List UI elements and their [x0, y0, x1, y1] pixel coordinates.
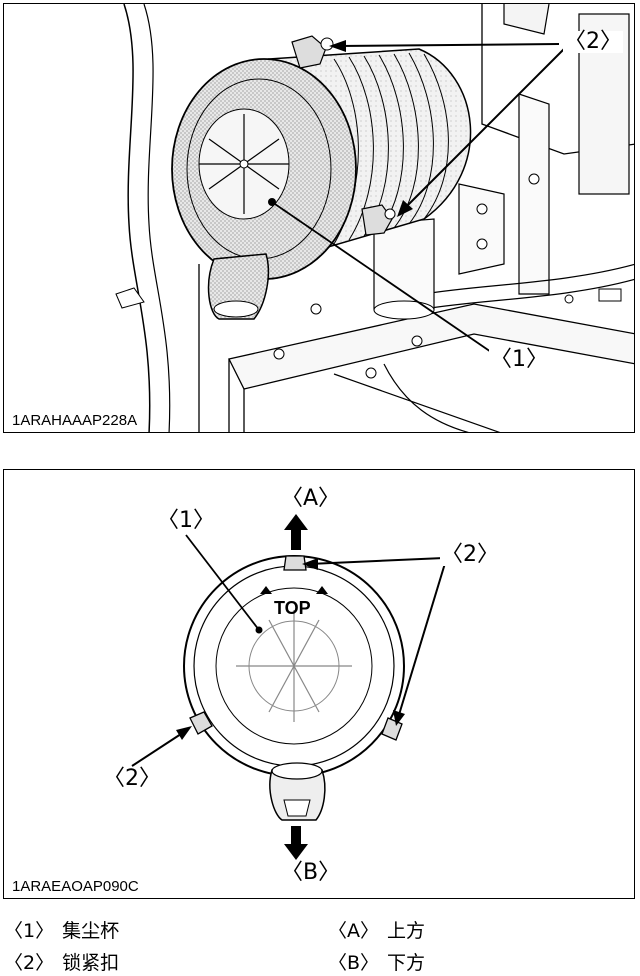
callout-dust-cup: 〈1〉 — [489, 347, 549, 372]
legend-item: 〈B〉下方 — [328, 948, 425, 975]
callout-latch-left: 〈2〉 — [102, 766, 162, 791]
air-cleaner-installed-drawing — [115, 4, 634, 432]
legend: 〈1〉集尘杯 〈A〉上方 〈2〉锁紧扣 〈B〉下方 — [0, 912, 640, 976]
callout-latch-right: 〈2〉 — [440, 542, 500, 567]
callout-dust-cup: 〈1〉 — [156, 508, 216, 533]
legend-item: 〈A〉上方 — [328, 916, 425, 943]
legend-text: 锁紧扣 — [62, 952, 120, 974]
legend-key: 〈1〉 — [4, 920, 55, 942]
legend-item: 〈2〉锁紧扣 — [4, 948, 119, 975]
figure-code: 1ARAEAOAP090C — [10, 878, 141, 895]
top-marking: TOP — [274, 598, 311, 618]
legend-item: 〈1〉集尘杯 — [4, 916, 119, 943]
callout-direction-a: 〈A〉 — [280, 486, 342, 511]
legend-key: 〈A〉 — [328, 920, 379, 942]
callout-direction-b: 〈B〉 — [280, 860, 342, 885]
legend-key: 〈B〉 — [328, 952, 380, 974]
figure-code: 1ARAHAAAP228A — [10, 412, 140, 429]
legend-key: 〈2〉 — [4, 952, 55, 974]
figure-front-view: 〈A〉 〈1〉 〈2〉 〈2〉 〈B〉 TOP 1ARAEAOAP090C — [3, 469, 635, 899]
legend-text: 上方 — [387, 920, 426, 942]
legend-text: 集尘杯 — [62, 920, 120, 942]
dust-cup-front-drawing — [131, 514, 447, 860]
figure-installed-view: 〈2〉 〈1〉 1ARAHAAAP228A — [3, 3, 635, 433]
legend-text: 下方 — [387, 952, 426, 974]
callout-latch: 〈2〉 — [563, 29, 623, 54]
